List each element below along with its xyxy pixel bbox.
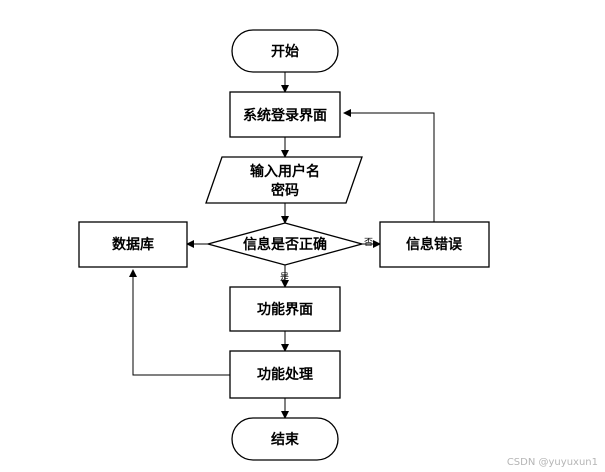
start-node xyxy=(231,29,339,73)
edge-label-no: 否 xyxy=(364,237,373,248)
input-label-line2: 密码 xyxy=(270,182,299,199)
input-node xyxy=(205,156,363,204)
edge-error-to-login xyxy=(343,109,435,222)
error-node xyxy=(379,221,490,268)
decision-node xyxy=(205,222,365,266)
watermark: CSDN @yuyuxun1 xyxy=(507,457,598,468)
database-label: 数据库 xyxy=(112,236,154,253)
decision-label: 信息是否正确 xyxy=(243,236,327,253)
error-label: 信息错误 xyxy=(406,236,463,253)
edge-processing-to-database xyxy=(129,269,230,376)
processing-node xyxy=(229,350,341,399)
end-node xyxy=(231,417,339,461)
start-label: 开始 xyxy=(271,43,299,60)
end-label: 结束 xyxy=(271,431,300,448)
function-ui-node xyxy=(229,286,341,332)
login-node xyxy=(229,91,341,138)
input-label-line1: 输入用户名 xyxy=(250,163,320,180)
processing-label: 功能处理 xyxy=(257,366,313,383)
database-node xyxy=(78,221,188,268)
login-label: 系统登录界面 xyxy=(243,107,327,124)
function-ui-label: 功能界面 xyxy=(257,301,313,318)
edge-label-yes: 是 xyxy=(280,272,289,283)
